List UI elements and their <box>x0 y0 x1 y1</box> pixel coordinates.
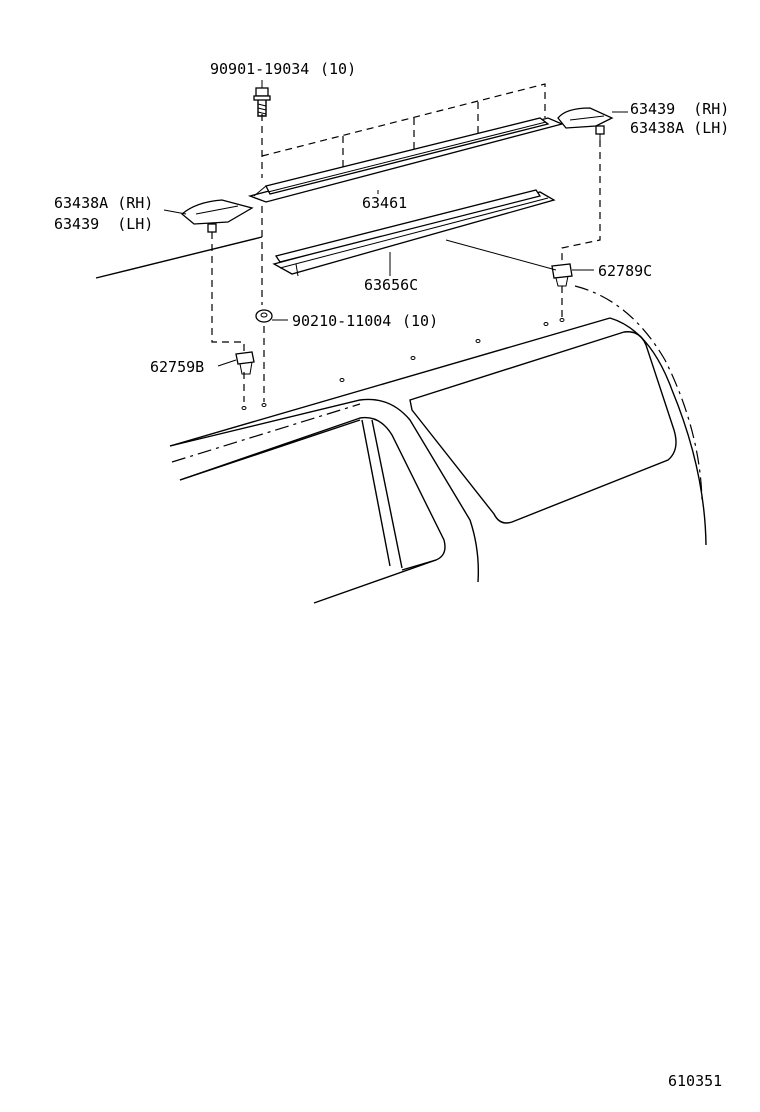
right-end-cover-part <box>557 107 614 140</box>
vehicle-roof-outline <box>95 236 707 604</box>
label-cover-right-line1: 63439 (RH) <box>630 100 729 118</box>
label-bolt-qty: (10) <box>320 60 356 78</box>
label-bolt-number: 90901-19034 <box>210 60 309 78</box>
part-labels: 90901-19034 (10) 63439 (RH) 63438A (LH) … <box>54 60 729 1090</box>
label-gutter: 63656C <box>364 276 418 294</box>
bolt-part <box>253 87 271 117</box>
leader-lines <box>163 80 628 367</box>
roof-mounting-holes <box>241 318 565 410</box>
label-clip-right: 62789C <box>598 262 652 280</box>
label-cover-right-line2: 63438A (LH) <box>630 119 729 137</box>
clip-right-part <box>551 263 573 287</box>
drip-gutter-part <box>272 189 556 277</box>
label-clip-left: 62759B <box>150 358 204 376</box>
left-end-cover-part <box>180 199 254 236</box>
assembly-guide-lines <box>211 83 601 402</box>
nut-part <box>255 309 273 323</box>
roof-rail-part <box>247 117 564 203</box>
label-cover-left-line1: 63438A (RH) <box>54 194 153 212</box>
clip-left-part <box>235 351 255 375</box>
label-cover-left-line2: 63439 (LH) <box>54 215 153 233</box>
label-nut-qty: (10) <box>402 312 438 330</box>
label-rail: 63461 <box>362 194 407 212</box>
label-nut-number: 90210-11004 <box>292 312 391 330</box>
diagram-id: 610351 <box>668 1072 722 1090</box>
